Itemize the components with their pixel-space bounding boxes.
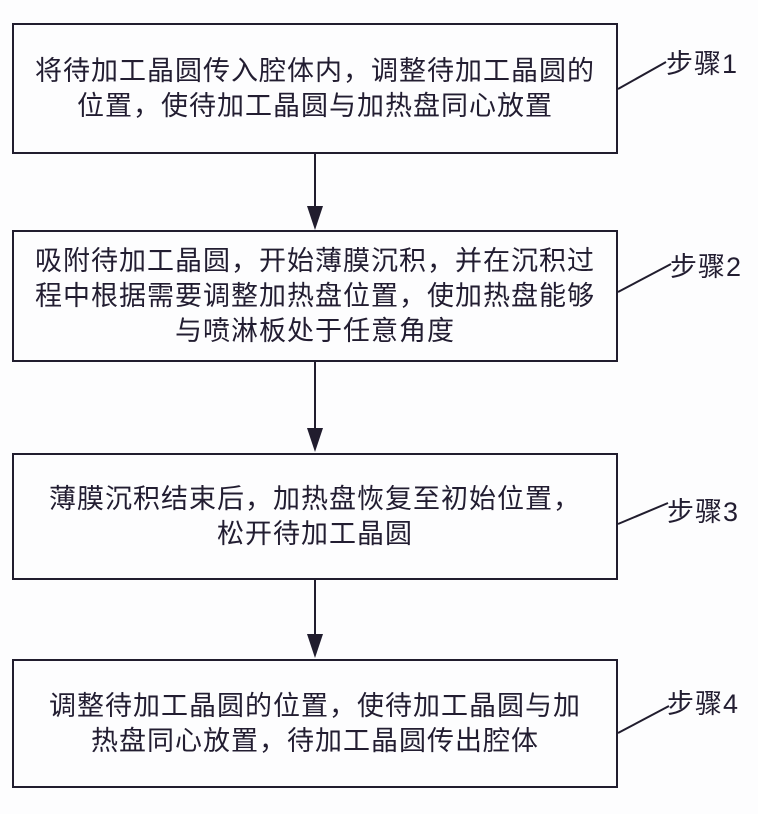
flow-box-step-2: 吸附待加工晶圆，开始薄膜沉积，并在沉积过 程中根据需要调整加热盘位置，使加热盘能… bbox=[12, 230, 618, 362]
label-connector-2 bbox=[617, 263, 672, 293]
step-label-1: 步骤1 bbox=[666, 49, 739, 79]
flow-box-step-1: 将待加工晶圆传入腔体内，调整待加工晶圆的 位置，使待加工晶圆与加热盘同心放置 bbox=[12, 23, 618, 154]
flow-box-step-1-line-2: 位置，使待加工晶圆与加热盘同心放置 bbox=[77, 90, 553, 121]
step-label-4: 步骤4 bbox=[667, 689, 740, 719]
flow-box-step-2-line-2: 程中根据需要调整加热盘位置，使加热盘能够 bbox=[35, 280, 595, 311]
flow-arrow-down-2 bbox=[307, 362, 323, 452]
flow-box-step-3-line-2: 松开待加工晶圆 bbox=[217, 518, 413, 549]
label-connector-3 bbox=[617, 502, 669, 525]
flow-box-step-4-line-2: 热盘同心放置，待加工晶圆传出腔体 bbox=[91, 725, 539, 756]
label-connector-1 bbox=[617, 61, 667, 90]
flow-box-step-3: 薄膜沉积结束后，加热盘恢复至初始位置， 松开待加工晶圆 bbox=[12, 453, 618, 580]
step-label-3: 步骤3 bbox=[667, 497, 740, 527]
flow-box-step-2-line-3: 与喷淋板处于任意角度 bbox=[175, 315, 455, 346]
step-label-2: 步骤2 bbox=[670, 252, 743, 282]
flow-box-step-3-text: 薄膜沉积结束后，加热盘恢复至初始位置， 松开待加工晶圆 bbox=[14, 482, 616, 552]
flow-box-step-3-line-1: 薄膜沉积结束后，加热盘恢复至初始位置， bbox=[49, 483, 581, 514]
flow-arrow-down-3 bbox=[307, 580, 323, 658]
flow-box-step-4: 调整待加工晶圆的位置，使待加工晶圆与加 热盘同心放置，待加工晶圆传出腔体 bbox=[12, 659, 618, 788]
flow-box-step-4-text: 调整待加工晶圆的位置，使待加工晶圆与加 热盘同心放置，待加工晶圆传出腔体 bbox=[14, 689, 616, 759]
flow-arrow-down-1 bbox=[307, 154, 323, 230]
flow-box-step-2-text: 吸附待加工晶圆，开始薄膜沉积，并在沉积过 程中根据需要调整加热盘位置，使加热盘能… bbox=[14, 244, 616, 349]
flow-box-step-4-line-1: 调整待加工晶圆的位置，使待加工晶圆与加 bbox=[49, 690, 581, 721]
flow-box-step-2-line-1: 吸附待加工晶圆，开始薄膜沉积，并在沉积过 bbox=[35, 245, 595, 276]
label-connector-4 bbox=[617, 705, 670, 734]
flow-box-step-1-text: 将待加工晶圆传入腔体内，调整待加工晶圆的 位置，使待加工晶圆与加热盘同心放置 bbox=[14, 54, 616, 124]
flow-box-step-1-line-1: 将待加工晶圆传入腔体内，调整待加工晶圆的 bbox=[35, 55, 595, 86]
